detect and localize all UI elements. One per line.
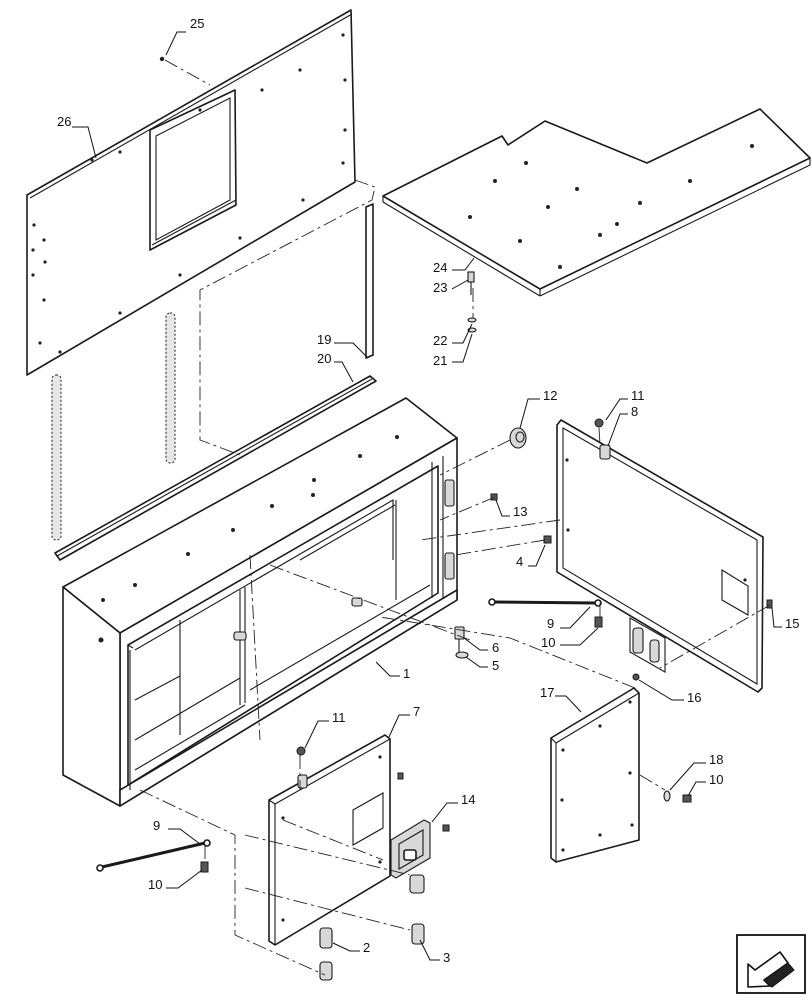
seal-strip-20	[54, 375, 377, 561]
hinge-3	[409, 874, 425, 945]
bolt-5-6	[454, 626, 469, 659]
callout-c16: 16	[687, 690, 701, 705]
callout-c9a: 9	[547, 616, 554, 631]
main-housing-1	[62, 397, 458, 807]
hinge-2	[319, 927, 333, 981]
callout-c10c: 10	[148, 877, 162, 892]
callout-c6: 6	[492, 640, 499, 655]
callout-c22: 22	[433, 333, 447, 348]
callout-c20: 20	[317, 351, 331, 366]
callout-c5: 5	[492, 658, 499, 673]
callout-c21: 21	[433, 353, 447, 368]
callout-c3: 3	[443, 950, 450, 965]
floor-panel	[382, 108, 811, 297]
panel-26	[26, 9, 356, 376]
callout-c19: 19	[317, 332, 331, 347]
washer-18	[663, 790, 692, 803]
callout-c13: 13	[513, 504, 527, 519]
callout-c8: 8	[631, 404, 638, 419]
callout-c2: 2	[363, 940, 370, 955]
callout-c9b: 9	[153, 818, 160, 833]
nut-11-top	[594, 418, 604, 428]
leader-lines	[72, 31, 782, 961]
front-door-7	[268, 734, 391, 946]
next-page-arrow-icon[interactable]	[736, 934, 806, 994]
callout-c11b: 11	[332, 710, 346, 725]
bolt-23-24	[467, 271, 477, 333]
callout-c15: 15	[785, 616, 799, 631]
callout-c10b: 10	[709, 772, 723, 787]
callout-c12: 12	[543, 388, 557, 403]
callout-c24: 24	[433, 260, 447, 275]
callout-c11a: 11	[631, 388, 645, 403]
callout-c7: 7	[413, 704, 420, 719]
latch-14	[390, 772, 450, 879]
nut-11-lower	[296, 746, 306, 756]
callout-c17: 17	[540, 685, 554, 700]
callout-c23: 23	[433, 280, 447, 295]
callout-c26: 26	[57, 114, 71, 129]
cable-9-right	[488, 598, 603, 628]
side-door-8	[556, 419, 764, 693]
callout-c4: 4	[516, 554, 523, 569]
foam-strips	[51, 312, 176, 541]
callout-c18: 18	[709, 752, 723, 767]
bumper-12	[509, 427, 527, 449]
callout-c14: 14	[461, 792, 475, 807]
cover-panel-17	[550, 687, 640, 863]
callout-c10a: 10	[541, 635, 555, 650]
assembly-centerlines	[139, 59, 771, 976]
seal-strip-19	[365, 203, 374, 359]
cable-9-left	[96, 839, 211, 873]
callout-c25: 25	[190, 16, 204, 31]
callout-c1: 1	[403, 666, 410, 681]
